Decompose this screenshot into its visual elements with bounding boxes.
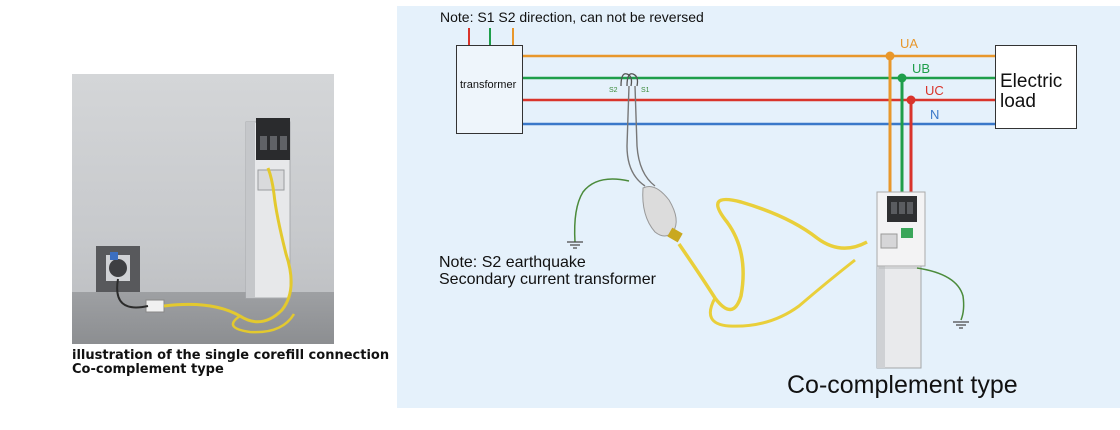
- yellow-cable-loop: [708, 258, 856, 328]
- photo-caption-line2: Co-complement type: [72, 362, 224, 377]
- phase-label-ub: UB: [912, 61, 931, 76]
- photo-terminal-2: [270, 136, 277, 150]
- device-terminal-1: [891, 202, 897, 214]
- ct-loop-2: [626, 73, 639, 87]
- device-terminal-3: [907, 202, 913, 214]
- diagram-footer-title: Co-complement type: [787, 371, 1018, 399]
- photo-yellow-cable: [163, 167, 293, 324]
- photo-caption-line1: illustration of the single corefill conn…: [72, 348, 390, 363]
- photo-yellow-cable-loop: [231, 313, 296, 334]
- wiring-diagram-lines: [468, 28, 995, 369]
- photo-illustration: [96, 118, 296, 334]
- photo-ct-hole: [109, 259, 127, 277]
- photo-device-shade: [246, 122, 255, 298]
- terminal-label-s2: S2: [609, 87, 618, 94]
- photo-terminal-1: [260, 136, 267, 150]
- device-shade: [877, 198, 885, 368]
- note-direction: Note: S1 S2 direction, can not be revers…: [440, 9, 704, 25]
- device-rj-port: [880, 233, 898, 249]
- phase-label-ua: UA: [900, 36, 919, 51]
- junction-uc: [906, 95, 916, 105]
- product-photo: [72, 74, 334, 344]
- photo-black-lead: [116, 278, 149, 309]
- device-green-port: [901, 228, 913, 238]
- ct-lead-1: [626, 85, 646, 187]
- wiring-diagram: Note: S1 S2 direction, can not be revers…: [397, 6, 1120, 408]
- device-earth-lead: [916, 267, 965, 321]
- phase-label-n: N: [930, 107, 940, 122]
- s2-earth-lead: [573, 178, 630, 243]
- connector-tip: [667, 227, 683, 243]
- connector-plug: [642, 186, 677, 237]
- note-s2-line2: Secondary current transformer: [439, 271, 656, 288]
- yellow-cable: [677, 197, 868, 312]
- photo-terminal-3: [280, 136, 287, 150]
- photo-ct-sticker: [110, 252, 118, 260]
- junction-ub: [897, 73, 907, 83]
- device-terminal-2: [899, 202, 905, 214]
- electric-load-box: Electric load: [995, 45, 1077, 129]
- transformer-box: transformer: [456, 45, 523, 134]
- phase-label-uc: UC: [925, 83, 944, 98]
- note-s2-line1: Note: S2 earthquake: [439, 254, 586, 271]
- terminal-label-s1: S1: [641, 87, 650, 94]
- photo-connector: [145, 299, 165, 313]
- electric-load-label-line2: load: [1000, 91, 1036, 112]
- transformer-label: transformer: [460, 79, 517, 91]
- electric-load-label-line1: Electric: [1000, 71, 1063, 92]
- ct-loop: [620, 73, 633, 87]
- junction-ua: [885, 51, 895, 61]
- ct-lead-2: [634, 85, 656, 187]
